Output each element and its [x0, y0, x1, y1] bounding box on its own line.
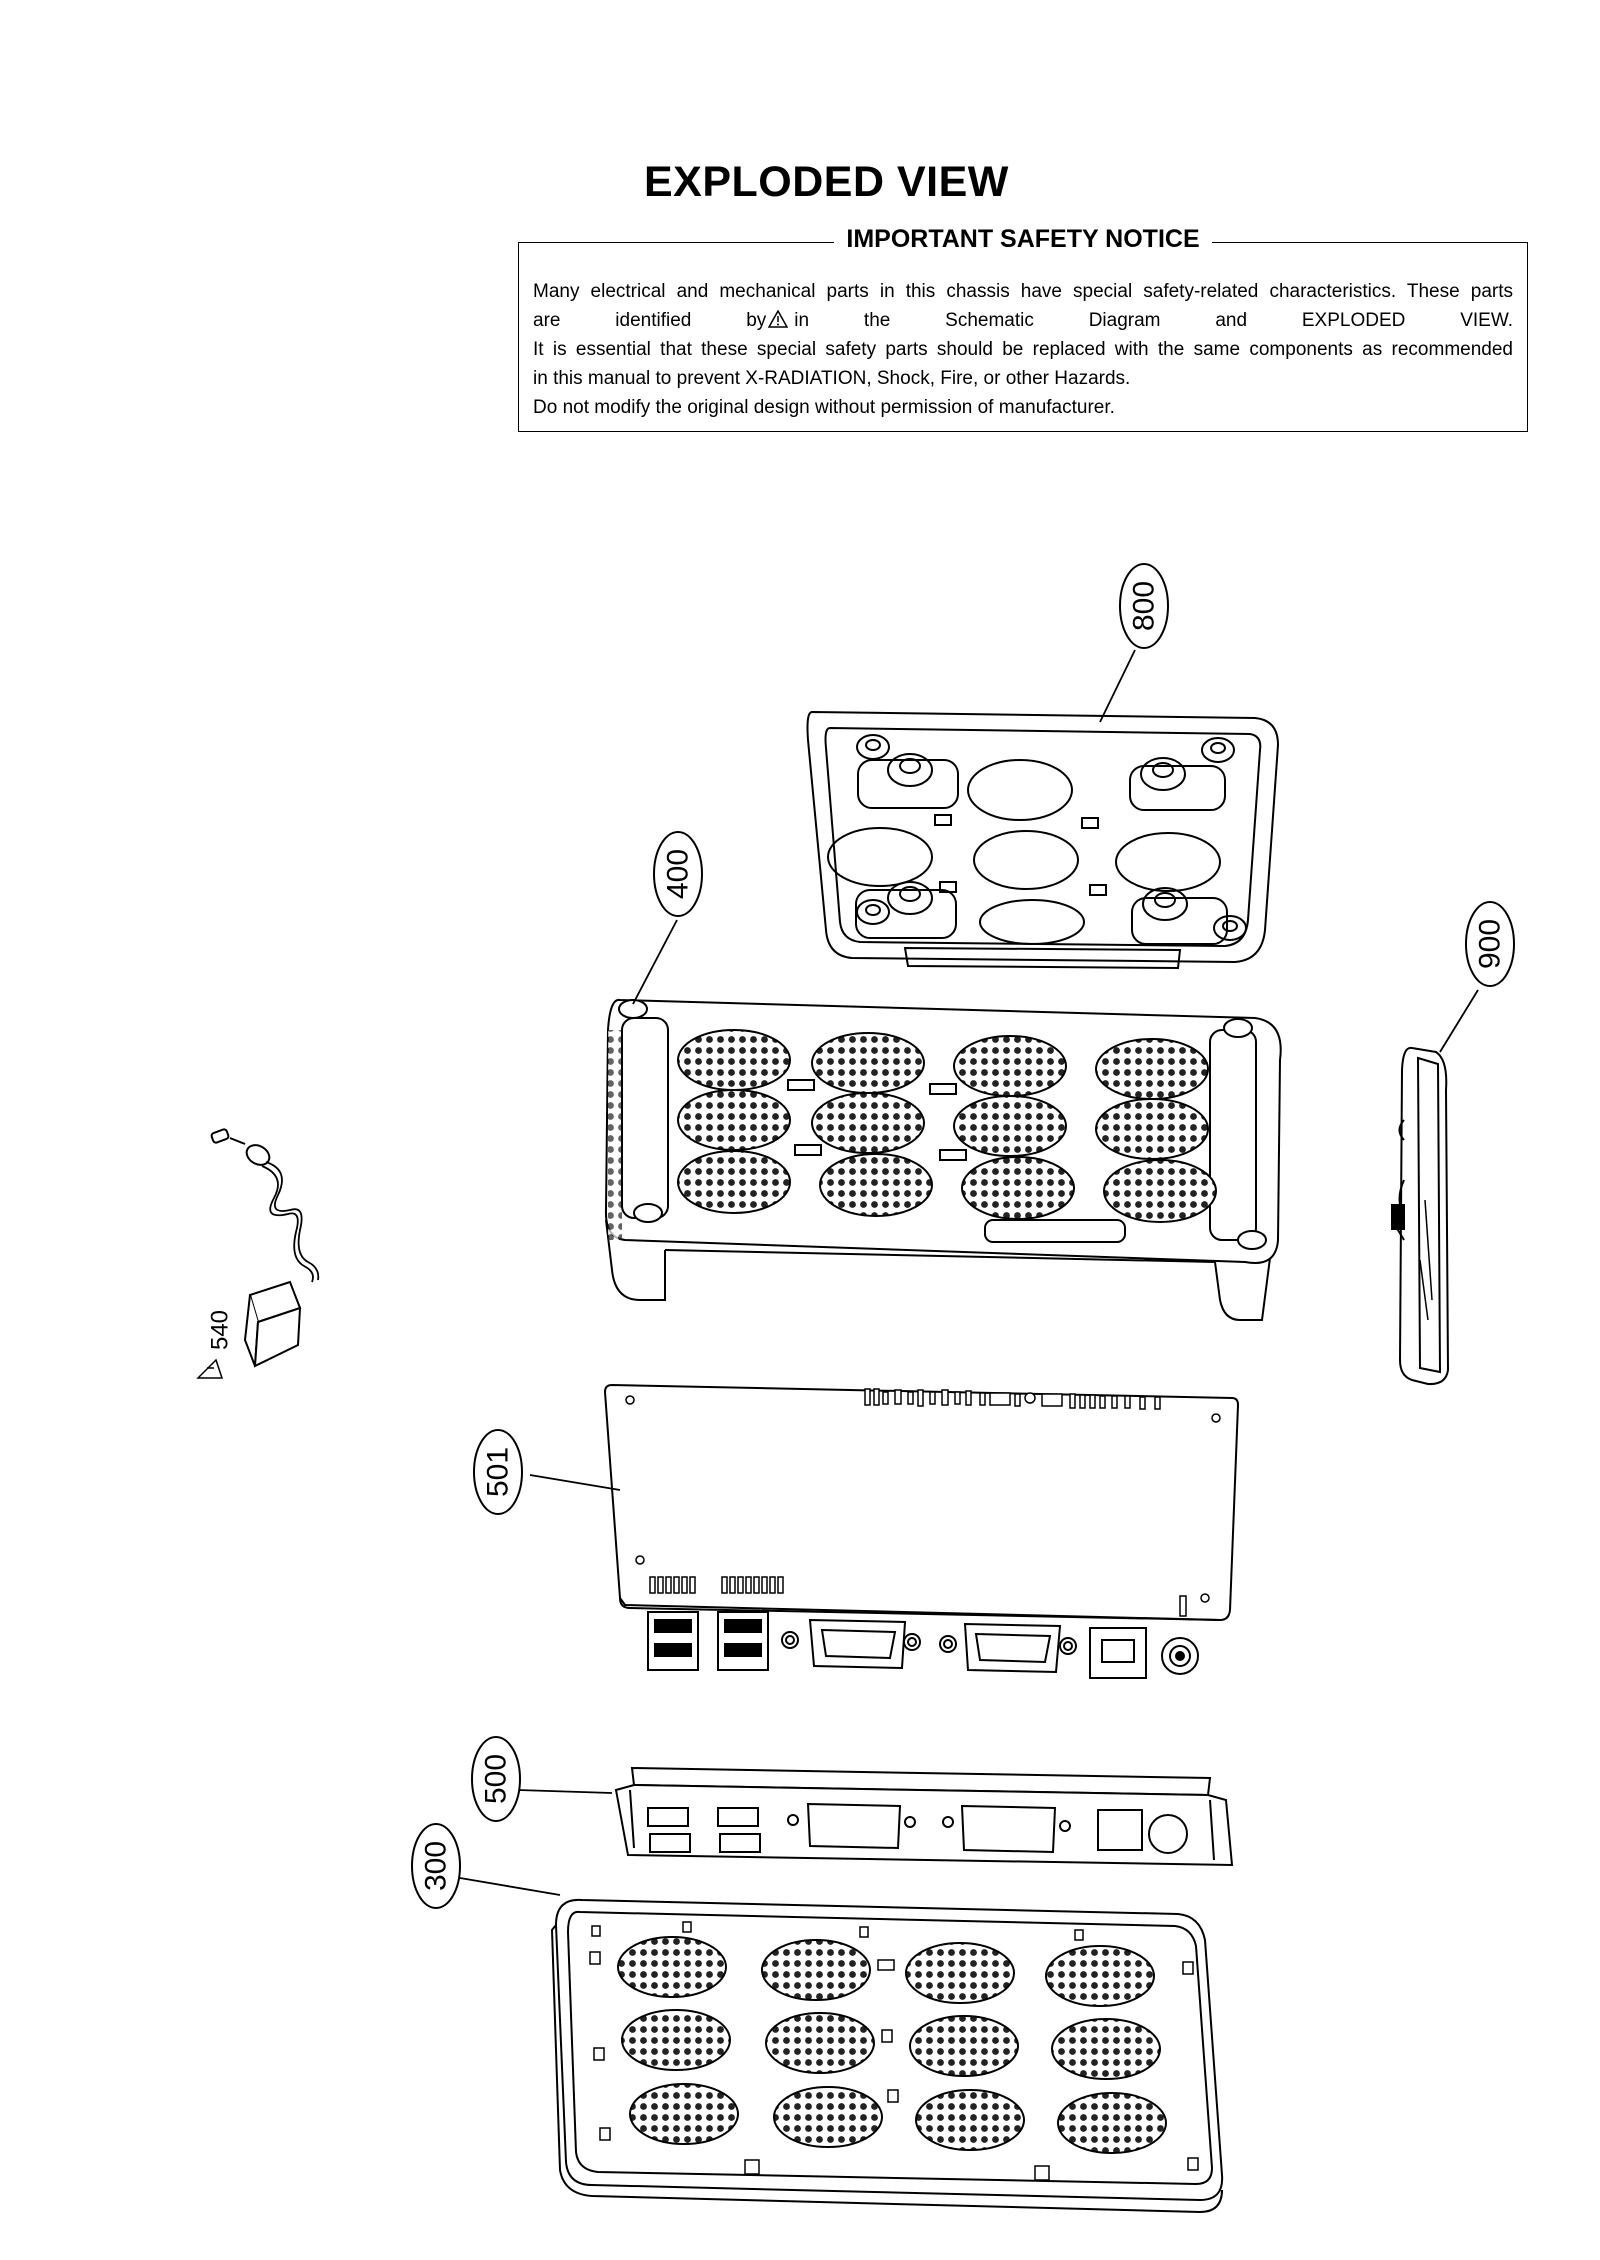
callout-800: 800 — [1119, 563, 1169, 649]
notice-line-2-pre: are identified by — [533, 310, 767, 331]
callout-540-label: 540 — [207, 1310, 234, 1350]
boss-bottom-right — [1131, 887, 1247, 945]
callout-500: 500 — [471, 1736, 521, 1822]
notice-line-4: in this manual to prevent X-RADIATION, S… — [533, 368, 1131, 389]
callout-400-label: 400 — [662, 849, 695, 899]
callout-900: 900 — [1465, 901, 1515, 987]
part-400-top-cover — [604, 998, 1282, 1321]
callout-300: 300 — [411, 1823, 461, 1909]
callout-540: 540 — [196, 1310, 234, 1379]
part-501-main-board — [603, 1383, 1240, 1679]
rear-io-connectors — [647, 1611, 1199, 1679]
callout-501: 501 — [473, 1429, 523, 1515]
part-500-io-bracket — [614, 1766, 1234, 1867]
top-edge-components — [864, 1388, 1161, 1410]
callout-501-label: 501 — [482, 1447, 515, 1497]
part-540-ac-adapter — [210, 1128, 320, 1368]
warning-triangle-icon — [196, 1358, 224, 1379]
leader-lines — [459, 649, 1479, 1896]
notice-line-2: are identified by in the Schematic Diagra… — [533, 306, 1513, 335]
boss-top-right — [1129, 737, 1235, 811]
boss-bottom-left — [855, 881, 957, 939]
warning-triangle-icon — [768, 310, 789, 328]
safety-notice-box: IMPORTANT SAFETY NOTICE Many electrical … — [518, 225, 1528, 432]
callout-400: 400 — [653, 831, 703, 917]
part-800-tray — [806, 710, 1280, 970]
callout-500-label: 500 — [480, 1754, 513, 1804]
notice-line-3: It is essential that these special safet… — [533, 339, 1513, 360]
bottom-edge-components — [649, 1576, 1187, 1617]
page-title: EXPLODED VIEW — [644, 158, 1009, 206]
callout-800-label: 800 — [1128, 581, 1161, 631]
notice-line-5: Do not modify the original design withou… — [533, 397, 1115, 418]
part-300-bottom-cover — [550, 1898, 1224, 2214]
notice-line-2-post: in the Schematic Diagram and EXPLODED VI… — [794, 310, 1513, 331]
callout-900-label: 900 — [1474, 919, 1507, 969]
part-900-side-panel — [1391, 1046, 1450, 1386]
callout-300-label: 300 — [420, 1841, 453, 1891]
safety-notice-body: Many electrical and mechanical parts in … — [533, 277, 1513, 422]
notice-line-1: Many electrical and mechanical parts in … — [533, 281, 1513, 302]
boss-top-left — [856, 734, 959, 809]
safety-notice-heading: IMPORTANT SAFETY NOTICE — [519, 225, 1527, 254]
